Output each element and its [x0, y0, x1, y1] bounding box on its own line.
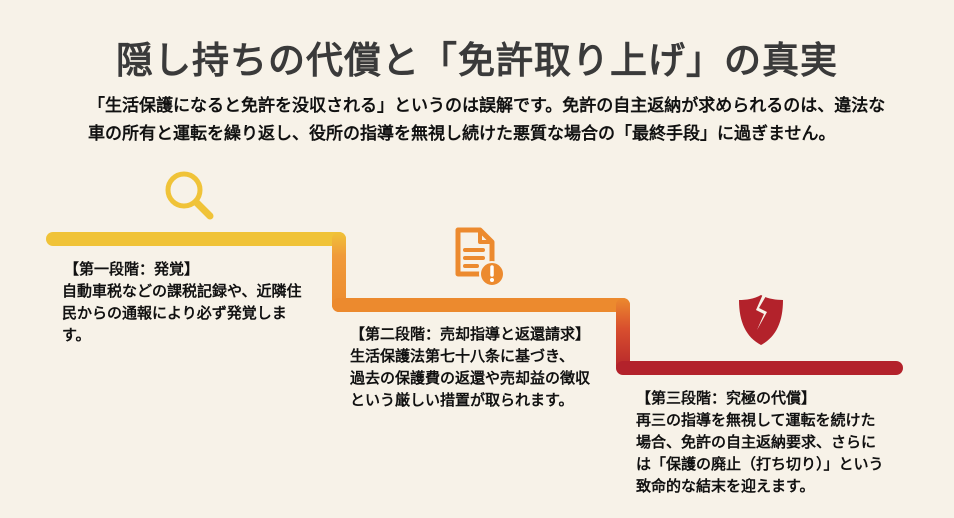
stage-3-line: 致命的な結末を迎えます。	[636, 477, 815, 495]
stage-1-line: 自動車税などの課税記録や、近隣住	[62, 282, 302, 300]
stage-2: 【第二段階：売却指導と返還請求】 生活保護法第七十八条に基づき、 過去の保護費の…	[350, 323, 630, 411]
stage-2-line: 生活保護法第七十八条に基づき、	[350, 347, 574, 365]
stage-1-line: 民からの通報により必ず発覚しま	[62, 304, 287, 322]
path-segment-stage1	[46, 232, 346, 246]
stage-2-line: という厳しい措置が取られます。	[350, 391, 574, 409]
stage-3-heading: 【第三段階：究極の代償】	[636, 389, 817, 407]
stage-3: 【第三段階：究極の代償】 再三の指導を無視して運転を続けた 場合、免許の自主返納…	[636, 387, 936, 497]
stage-1: 【第一段階：発覚】 自動車税などの課税記録や、近隣住 民からの通報により必ず発覚…	[62, 258, 314, 346]
path-segment-stage2	[332, 298, 630, 312]
stage-2-heading: 【第二段階：売却指導と返還請求】	[350, 325, 591, 343]
document-warning-icon	[455, 227, 505, 287]
path-riser-1	[332, 232, 346, 312]
stage-1-line: す。	[62, 326, 91, 344]
stage-3-line: 場合、免許の自主返納要求、さらに	[636, 433, 877, 451]
stage-2-line: 過去の保護費の返還や売却益の徴収	[350, 369, 591, 387]
path-segment-stage3	[616, 361, 903, 375]
intro-text: 「生活保護になると免許を没収される」というのは誤解です。免許の自主返納が求められ…	[88, 96, 886, 144]
stage-3-line: は「保護の廃止（打ち切り）」という	[636, 455, 884, 473]
stage-3-line: 再三の指導を無視して運転を続けた	[636, 411, 876, 429]
path-riser-2	[616, 298, 630, 373]
stage-1-heading: 【第一段階：発覚】	[64, 260, 200, 278]
page-title: 隠し持ちの代償と「免許取り上げ」の真実	[116, 39, 838, 82]
magnifying-glass-icon	[165, 171, 214, 220]
broken-shield-icon	[739, 294, 783, 345]
